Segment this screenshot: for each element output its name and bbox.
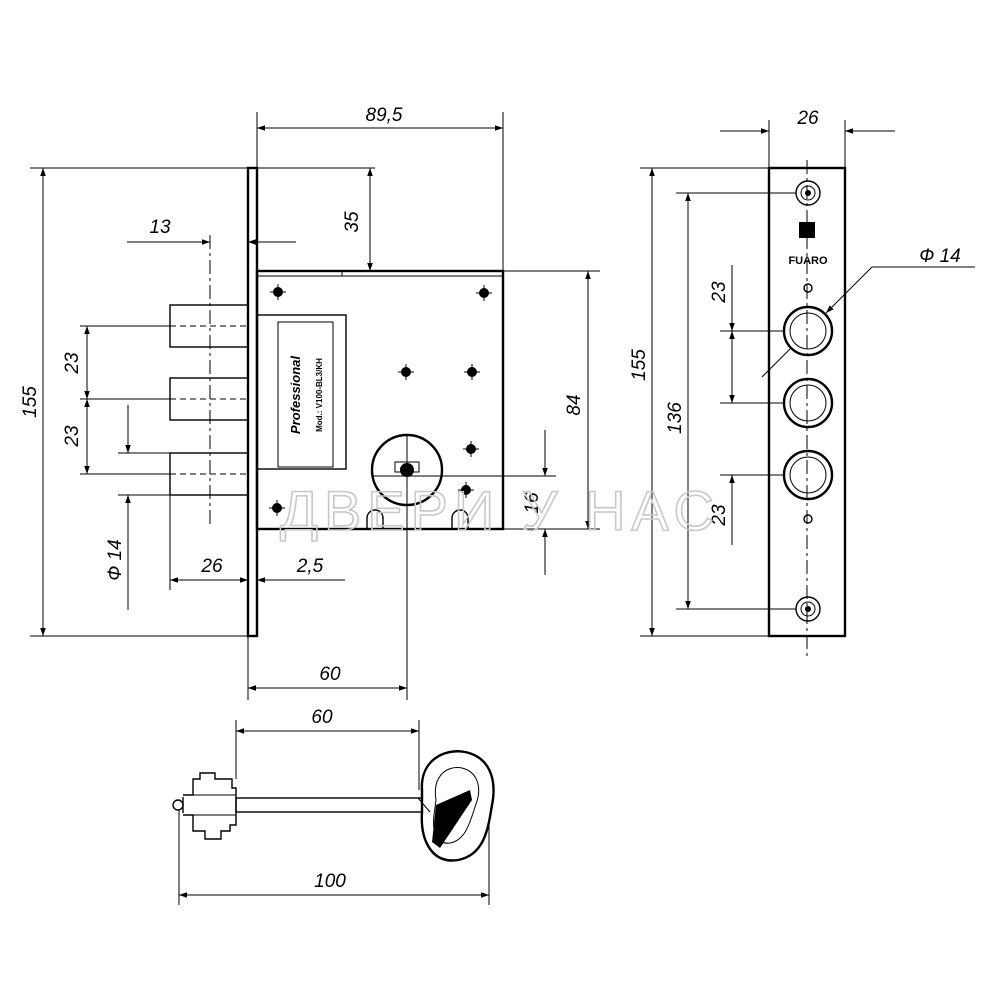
side-small-hole-top [803, 283, 813, 293]
side-screw-top [795, 180, 821, 206]
screw-hole-top-right [476, 285, 492, 301]
side-bolt-hole-2 [782, 377, 834, 429]
side-view: FUARO 26 155 136 23 23 Ф 14 [629, 108, 975, 660]
label-plate [256, 314, 347, 470]
front-view: Professional Mod.: V100-BL3/KH [20, 105, 600, 700]
fuaro-logo-icon [799, 222, 815, 238]
side-logo-text: FUARO [788, 255, 828, 267]
dim-bolt-diameter: Ф 14 [105, 539, 126, 581]
dim-width-front: 89,5 [366, 105, 403, 126]
dim-backset: 60 [319, 664, 341, 685]
screw-hole-mid-right [464, 364, 480, 380]
dim-case-height: 84 [564, 394, 585, 415]
case-notch-right [451, 509, 469, 529]
dim-keyhole-offset: 16 [522, 492, 543, 514]
side-small-hole-bottom [803, 514, 813, 524]
dim-side-width: 26 [796, 108, 819, 129]
key-view: 60 100 [172, 707, 495, 905]
dim-side-hole-spacing-2: 23 [709, 504, 730, 527]
bolt-middle [169, 377, 249, 421]
dim-side-height: 155 [629, 349, 650, 381]
dim-screw-spacing: 136 [665, 402, 686, 434]
label-sticker [277, 321, 334, 468]
screw-hole-top-left [270, 284, 286, 300]
dim-bolt-spacing-1: 23 [62, 352, 83, 375]
side-bolt-hole-3 [782, 449, 834, 501]
side-screw-bottom [795, 596, 821, 622]
screw-hole-bottom-left [269, 500, 285, 516]
brand-label: Professional [288, 356, 303, 434]
screw-hole-bottom-right [458, 482, 474, 498]
dim-key-total: 100 [314, 871, 346, 892]
dim-side-hole-spacing-1: 23 [709, 281, 730, 304]
bolt-top [169, 304, 249, 348]
dim-plate-thickness: 2,5 [296, 556, 324, 577]
dim-bolt-spacing-2: 23 [62, 425, 83, 448]
face-plate [246, 166, 259, 638]
dim-top-offset: 35 [342, 211, 363, 233]
dim-key-blade: 60 [311, 707, 333, 728]
dim-bolt-offset: 13 [149, 217, 171, 238]
screw-hole-mid-left [398, 364, 414, 380]
watermark: ДВЕРИ У НАС [280, 479, 720, 542]
screw-hole-low-right [463, 441, 479, 457]
model-label: Mod.: V100-BL3/KH [315, 358, 324, 432]
dim-side-hole-diameter: Ф 14 [919, 246, 961, 267]
key-shape [172, 750, 495, 862]
dim-bolt-throw: 26 [200, 556, 223, 577]
case-notch-left [366, 509, 384, 529]
side-bolt-hole-1 [782, 305, 834, 357]
dim-height-front: 155 [20, 386, 41, 418]
bolt-bottom [169, 452, 249, 496]
